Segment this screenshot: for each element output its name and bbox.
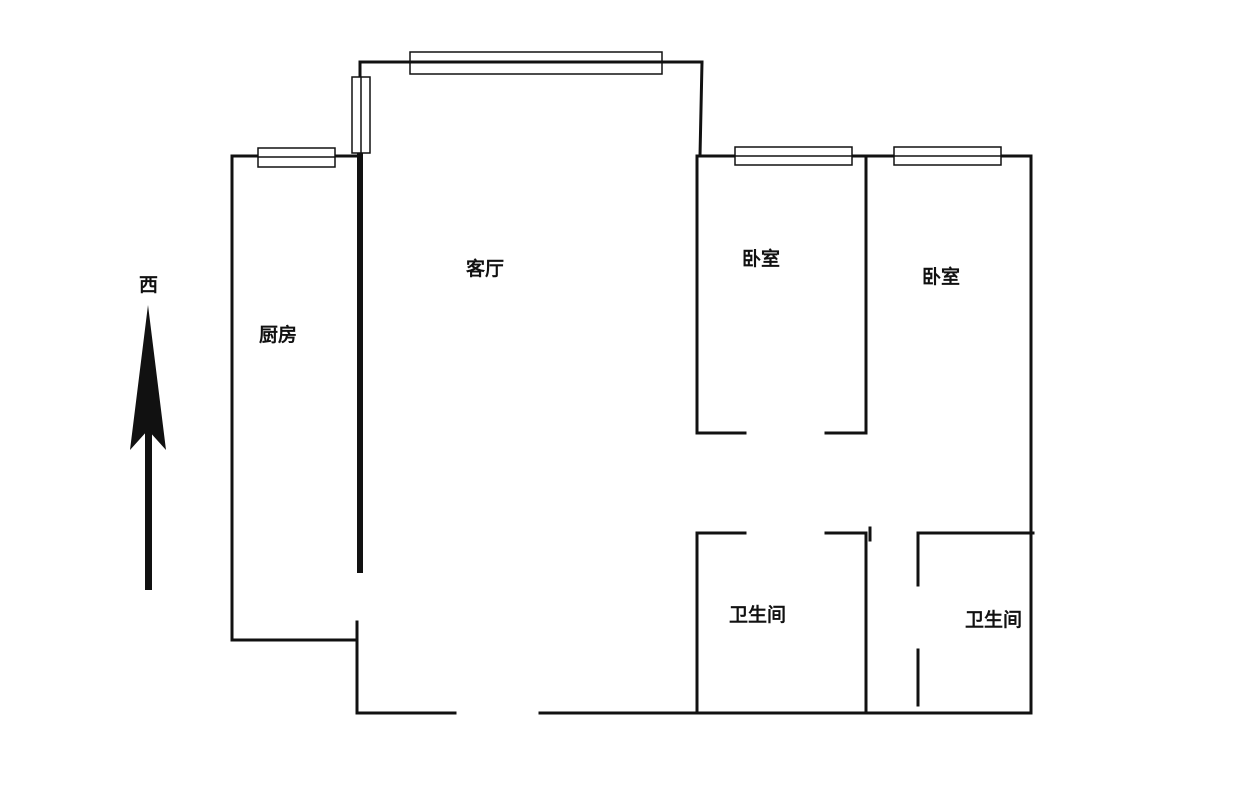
walls [230,60,1035,715]
orientation-label: 西 [139,274,159,296]
room-label-kitchen: 厨房 [259,324,298,346]
room-label-living-room: 客厅 [466,258,505,280]
room-label-bedroom-1: 卧室 [742,248,781,270]
windows [257,51,1002,168]
room-label-bathroom-2: 卫生间 [965,609,1023,631]
room-label-bathroom-1: 卫生间 [729,604,787,626]
thick-wall [357,153,363,573]
north-arrow-icon [130,305,166,590]
room-label-bedroom-2: 卧室 [922,266,961,288]
